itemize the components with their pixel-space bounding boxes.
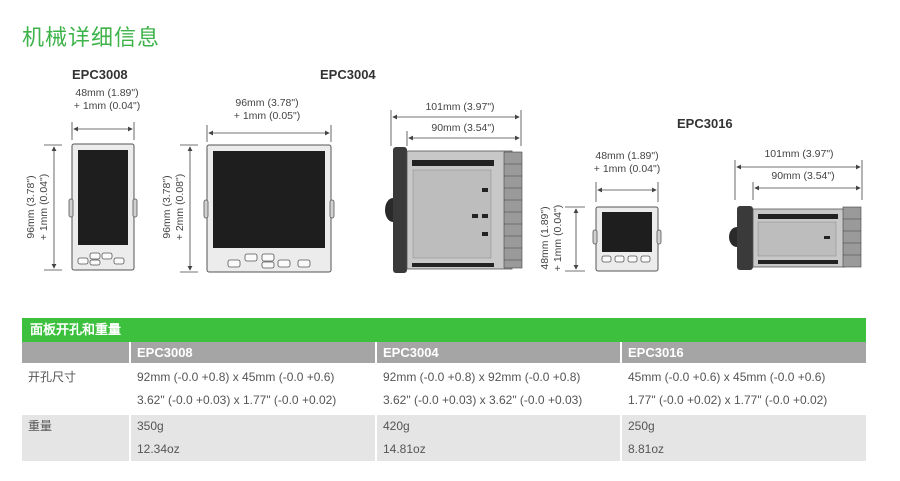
table-row: 重量 350g 420g 250g xyxy=(22,415,866,438)
epc3004-side-drawing xyxy=(385,147,523,273)
table-cell: 420g xyxy=(375,415,620,438)
table-cell xyxy=(22,389,129,412)
cutout-weight-table: 面板开孔和重量 EPC3008 EPC3004 EPC3016 开孔尺寸 92m… xyxy=(22,318,866,461)
table-cell: 8.81oz xyxy=(620,438,866,461)
side2-depth-body-label: 90mm (3.54") xyxy=(771,170,835,182)
table-column-headers: EPC3008 EPC3004 EPC3016 xyxy=(22,342,866,363)
side-depth-body-label: 90mm (3.54") xyxy=(431,122,495,134)
epc3004-front-drawing xyxy=(203,144,335,273)
model-label-epc3008: EPC3008 xyxy=(72,67,128,82)
epc3008-front-drawing xyxy=(68,143,138,271)
row-label-cutout: 开孔尺寸 xyxy=(28,370,77,384)
table-cell: 3.62" (-0.0 +0.03) x 3.62" (-0.0 +0.03) xyxy=(375,389,620,412)
table-cell: 14.81oz xyxy=(375,438,620,461)
column-header-blank xyxy=(22,342,129,363)
row-label-weight: 重量 xyxy=(28,419,53,433)
column-header-epc3008: EPC3008 xyxy=(129,342,375,363)
table-cell xyxy=(22,438,129,461)
table-heading: 面板开孔和重量 xyxy=(22,318,866,342)
mechanical-drawings xyxy=(44,110,863,273)
model-label-epc3016: EPC3016 xyxy=(677,116,733,131)
table-cell: 350g xyxy=(129,415,375,438)
table-cell: 45mm (-0.0 +0.6) x 45mm (-0.0 +0.6) xyxy=(620,366,866,389)
table-cell: 12.34oz xyxy=(129,438,375,461)
table-row: 开孔尺寸 92mm (-0.0 +0.8) x 45mm (-0.0 +0.6)… xyxy=(22,366,866,389)
column-header-epc3016: EPC3016 xyxy=(620,342,866,363)
side-depth-total-label: 101mm (3.97") xyxy=(425,101,495,113)
epc3008-width-label: 48mm (1.89") + 1mm (0.04") xyxy=(73,87,141,112)
epc3016-side-drawing xyxy=(729,206,862,270)
table-row: 3.62" (-0.0 +0.03) x 1.77" (-0.0 +0.02) … xyxy=(22,389,866,412)
table-row: 12.34oz 14.81oz 8.81oz xyxy=(22,438,866,461)
table-cell: 1.77" (-0.0 +0.02) x 1.77" (-0.0 +0.02) xyxy=(620,389,866,412)
epc3016-width-label: 48mm (1.89") + 1mm (0.04") xyxy=(593,150,661,175)
epc3016-front-drawing xyxy=(592,206,662,272)
table-cell: 3.62" (-0.0 +0.03) x 1.77" (-0.0 +0.02) xyxy=(129,389,375,412)
table-cell: 92mm (-0.0 +0.8) x 92mm (-0.0 +0.8) xyxy=(375,366,620,389)
model-label-epc3004: EPC3004 xyxy=(320,67,376,82)
side2-depth-total-label: 101mm (3.97") xyxy=(764,148,834,160)
column-header-epc3004: EPC3004 xyxy=(375,342,620,363)
page-title: 机械详细信息 xyxy=(22,25,161,50)
epc3004-width-label: 96mm (3.78") + 1mm (0.05") xyxy=(233,97,301,122)
table-cell: 250g xyxy=(620,415,866,438)
table-cell: 92mm (-0.0 +0.8) x 45mm (-0.0 +0.6) xyxy=(129,366,375,389)
